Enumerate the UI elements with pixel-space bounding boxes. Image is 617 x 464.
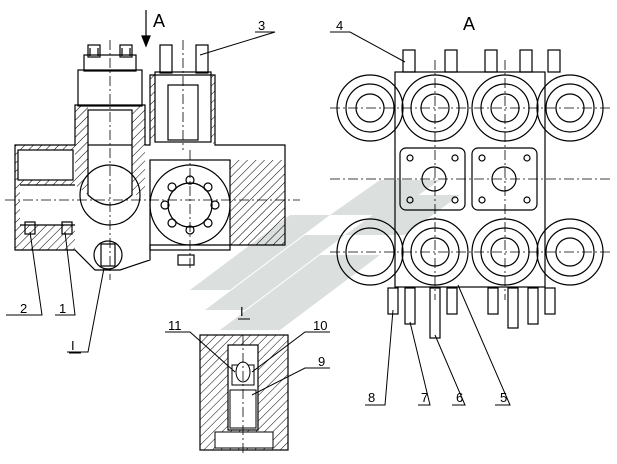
watermark-logo bbox=[190, 180, 460, 330]
section-arrow bbox=[141, 10, 151, 48]
detail-reference-label: I bbox=[71, 338, 75, 353]
callout-11: 11 bbox=[168, 318, 182, 333]
callout-9: 9 bbox=[318, 354, 325, 369]
section-label-a: A bbox=[153, 11, 165, 31]
callout-5: 5 bbox=[500, 390, 507, 405]
callout-2: 2 bbox=[20, 301, 27, 316]
centerlines-right bbox=[330, 60, 610, 300]
leader-lines bbox=[6, 31, 511, 406]
callout-3: 3 bbox=[258, 18, 265, 33]
callout-8: 8 bbox=[368, 390, 375, 405]
callout-1: 1 bbox=[59, 301, 66, 316]
detail-view-label: I bbox=[240, 304, 244, 319]
callout-10: 10 bbox=[313, 318, 327, 333]
callout-7: 7 bbox=[421, 390, 428, 405]
callout-6: 6 bbox=[456, 390, 463, 405]
view-label-a: A bbox=[463, 14, 475, 34]
left-section-hatching bbox=[15, 75, 285, 250]
centerlines-left bbox=[5, 40, 300, 280]
callout-4: 4 bbox=[336, 18, 343, 33]
